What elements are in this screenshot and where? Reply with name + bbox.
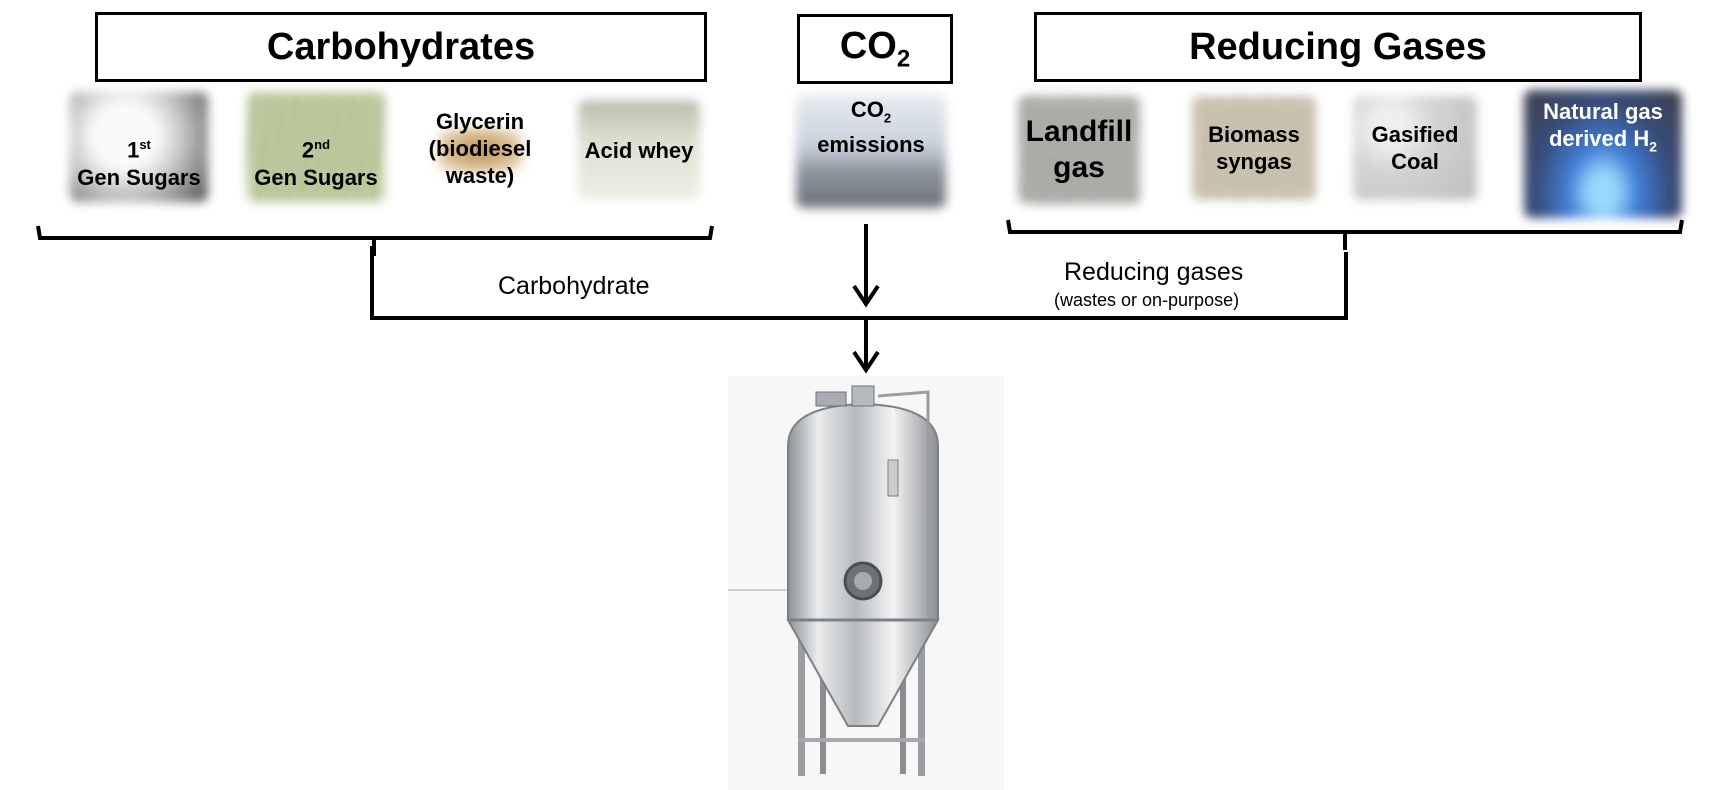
carbohydrates-header: Carbohydrates [95, 12, 707, 82]
coal-image [1353, 96, 1477, 200]
first-gen-sugars-tile: 1st Gen Sugars [70, 92, 208, 202]
carbohydrates-bracket [36, 225, 714, 256]
natural-gas-tile: Natural gas derived H2 [1524, 90, 1682, 218]
sugarcane-image [247, 92, 385, 202]
carbohydrates-header-label: Carbohydrates [266, 25, 536, 68]
acid-whey-image [578, 100, 700, 200]
second-gen-sugars-tile: 2nd Gen Sugars [247, 92, 385, 202]
co2-emissions-tile: CO2 emissions [796, 94, 946, 208]
acid-whey-tile: Acid whey [578, 100, 700, 200]
carbohydrate-flow-label: Carbohydrate [498, 272, 650, 300]
fermenter-tank-image [728, 376, 1004, 790]
reducing-gases-header: Reducing Gases [1034, 12, 1642, 82]
co2-header: CO2 [797, 14, 953, 84]
landfill-image [1018, 96, 1140, 204]
co2-header-label: CO2 [839, 24, 911, 73]
reducing-gases-flow-note: (wastes or on-purpose) [1054, 290, 1240, 310]
gas-flame-image [1524, 90, 1682, 218]
smokestack-image [796, 94, 946, 208]
gasified-coal-tile: Gasified Coal [1353, 96, 1477, 200]
sugar-cubes-image [70, 92, 208, 202]
biomass-syngas-tile: Biomass syngas [1192, 96, 1316, 200]
reducing-gases-bracket [1006, 219, 1684, 250]
collector-line [370, 246, 1348, 320]
fermenter-arrow-head [852, 350, 880, 374]
co2-arrow-head [852, 284, 880, 308]
reducing-gases-header-label: Reducing Gases [1189, 25, 1487, 68]
glycerin-tile: Glycerin (biodiesel waste) [428, 108, 532, 188]
landfill-gas-tile: Landfill gas [1018, 96, 1140, 204]
glycerin-image [438, 128, 522, 173]
biomass-image [1192, 96, 1316, 200]
reducing-gases-flow-label: Reducing gases [1064, 258, 1244, 286]
